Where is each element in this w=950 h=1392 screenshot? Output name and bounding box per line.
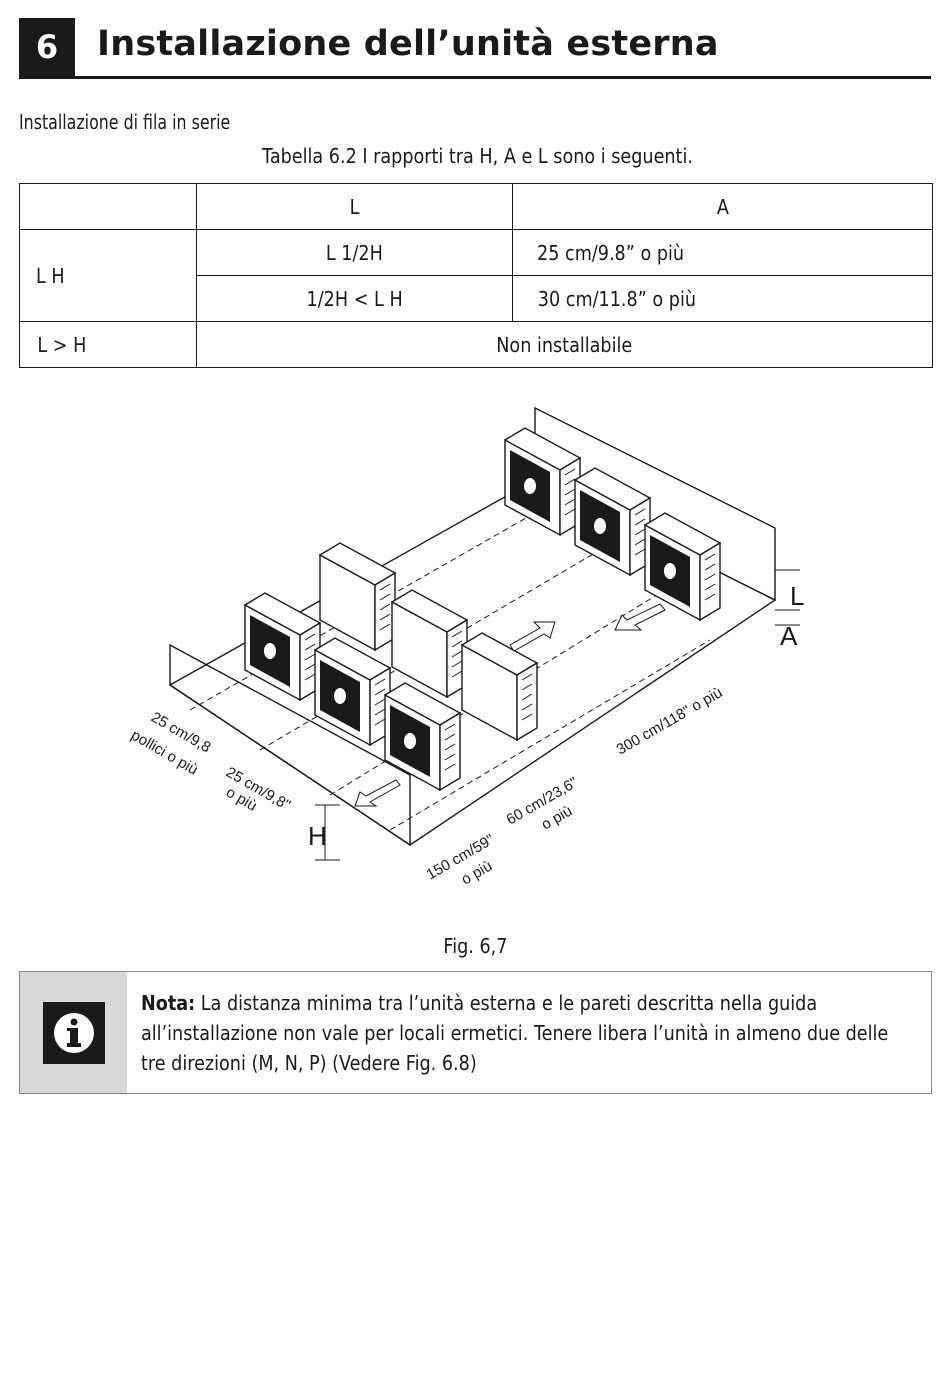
note-label: Nota: [141,991,196,1015]
table-row: 1/2H < L H 30 cm/11.8” o più [20,275,933,322]
table-cell: 1/2H < L H [196,275,513,322]
chapter-title: Installazione dell’unità esterna [97,24,719,64]
table-row: L H L 1/2H 25 cm/9.8” o più [19,229,933,322]
chapter-header: 6 Installazione dell’unità esterna [19,18,931,79]
note-icon-cell [20,972,127,1093]
table-cell: L 1/2H [196,229,513,276]
section-subtitle: Installazione di fila in serie [19,110,231,134]
note-text: Nota: La distanza minima tra l’unità est… [127,972,915,1093]
table-cell-merged: Non installabile [196,321,933,368]
installation-diagram: L A H 300 cm/118" o più 60 cm/23,6" o pi… [128,406,804,888]
label-A: A [780,621,798,651]
figure-caption: Fig. 6,7 [442,934,508,958]
label-L: L [790,581,804,611]
table-header-L: L [196,183,513,230]
dim-300: 300 cm/118" o più [614,684,726,758]
table-header-row: L A [19,183,933,230]
table-cell: 25 cm/9.8” o più [512,229,933,276]
table-row-label: L > H [19,321,197,368]
note-body: La distanza minima tra l’unità esterna e… [141,991,889,1075]
label-H: H [308,821,327,851]
table-cell-empty [19,183,197,230]
table-cell: 30 cm/11.8” o più [512,275,933,322]
info-icon [42,1001,105,1064]
table-header-A: A [512,183,933,230]
note-box: Nota: La distanza minima tra l’unità est… [19,971,932,1094]
table-row-label: L H [19,229,197,322]
table-caption: Tabella 6.2 I rapporti tra H, A e L sono… [262,144,693,168]
clearance-table: L A L H L 1/2H 25 cm/9.8” o più 1/2H < L… [19,183,933,368]
table-row: L > H Non installabile [19,321,933,368]
chapter-number: 6 [19,18,75,76]
